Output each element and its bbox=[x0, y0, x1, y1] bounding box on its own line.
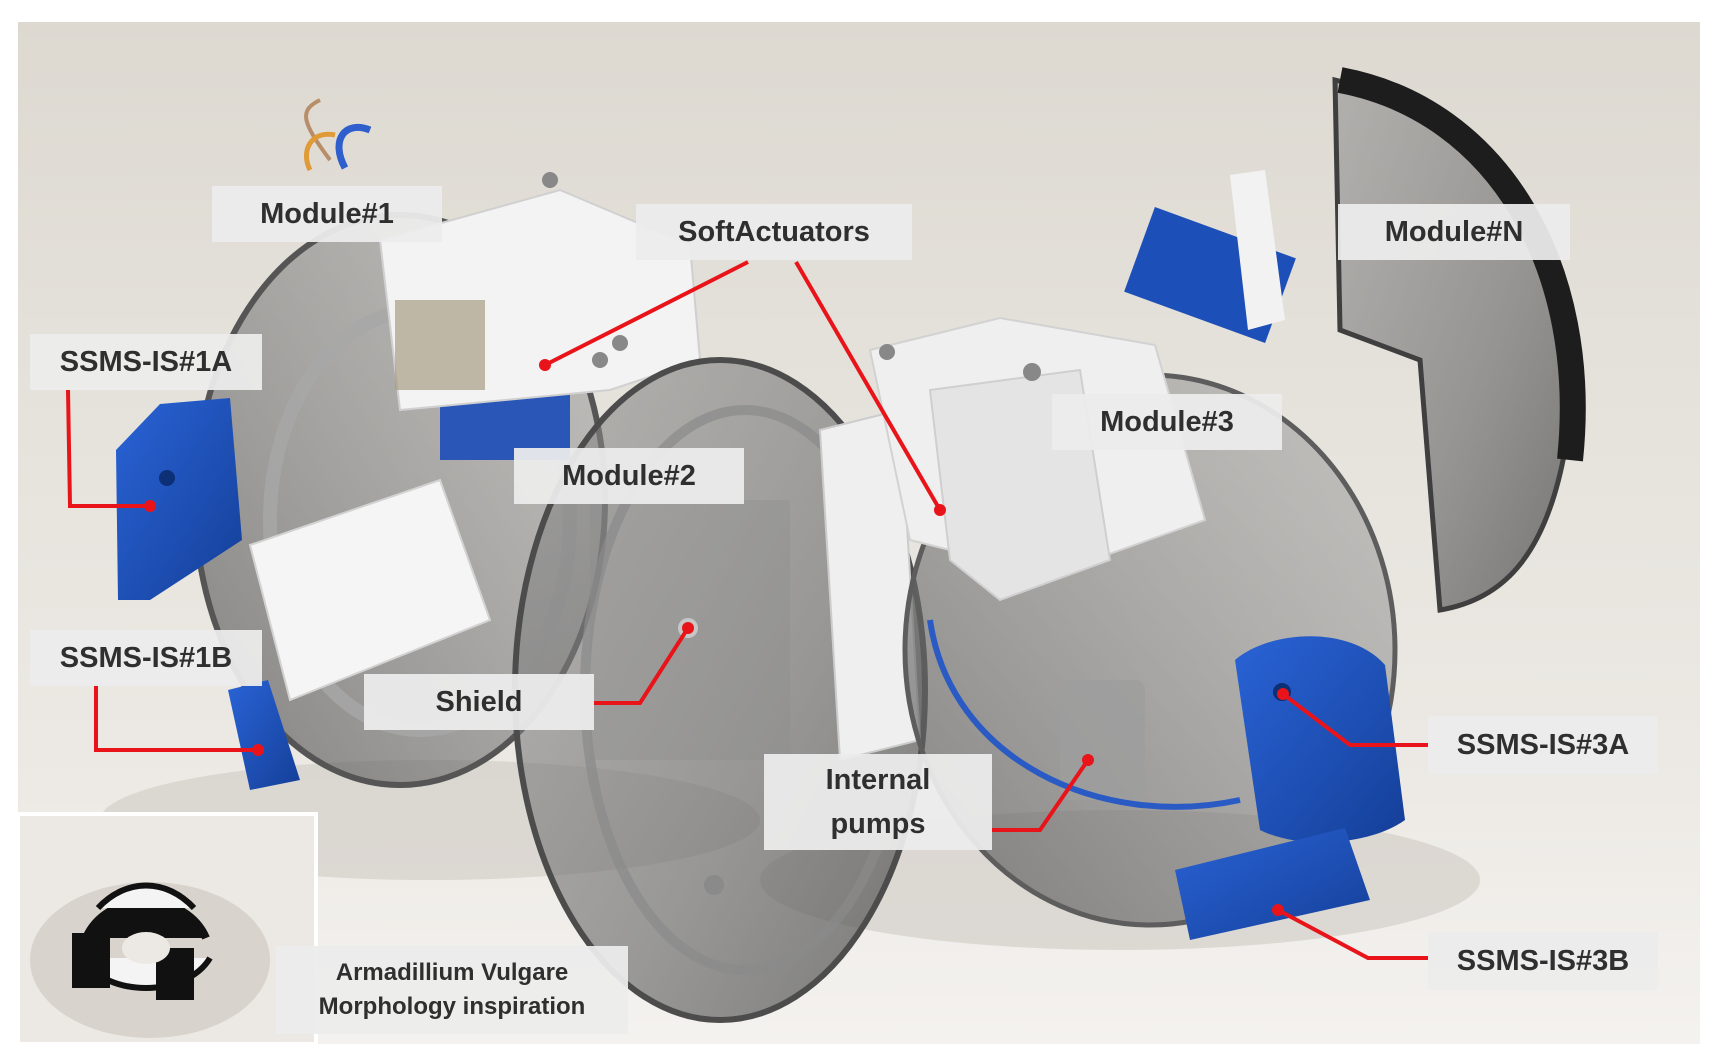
label-module-3: Module#3 bbox=[1052, 394, 1282, 450]
inset-caption: Armadillium Vulgare Morphology inspirati… bbox=[276, 946, 628, 1034]
label-soft-actuators: SoftActuators bbox=[636, 204, 912, 260]
label-shield: Shield bbox=[364, 674, 594, 730]
label-internal-pumps: Internal pumps bbox=[764, 754, 992, 850]
label-ssms-3a: SSMS-IS#3A bbox=[1428, 716, 1658, 774]
robot-photo bbox=[18, 22, 1700, 1044]
label-ssms-1a: SSMS-IS#1A bbox=[30, 334, 262, 390]
label-module-2: Module#2 bbox=[514, 448, 744, 504]
label-module-1: Module#1 bbox=[212, 186, 442, 242]
label-ssms-3b: SSMS-IS#3B bbox=[1428, 932, 1658, 990]
label-module-n: Module#N bbox=[1338, 204, 1570, 260]
label-ssms-1b: SSMS-IS#1B bbox=[30, 630, 262, 686]
